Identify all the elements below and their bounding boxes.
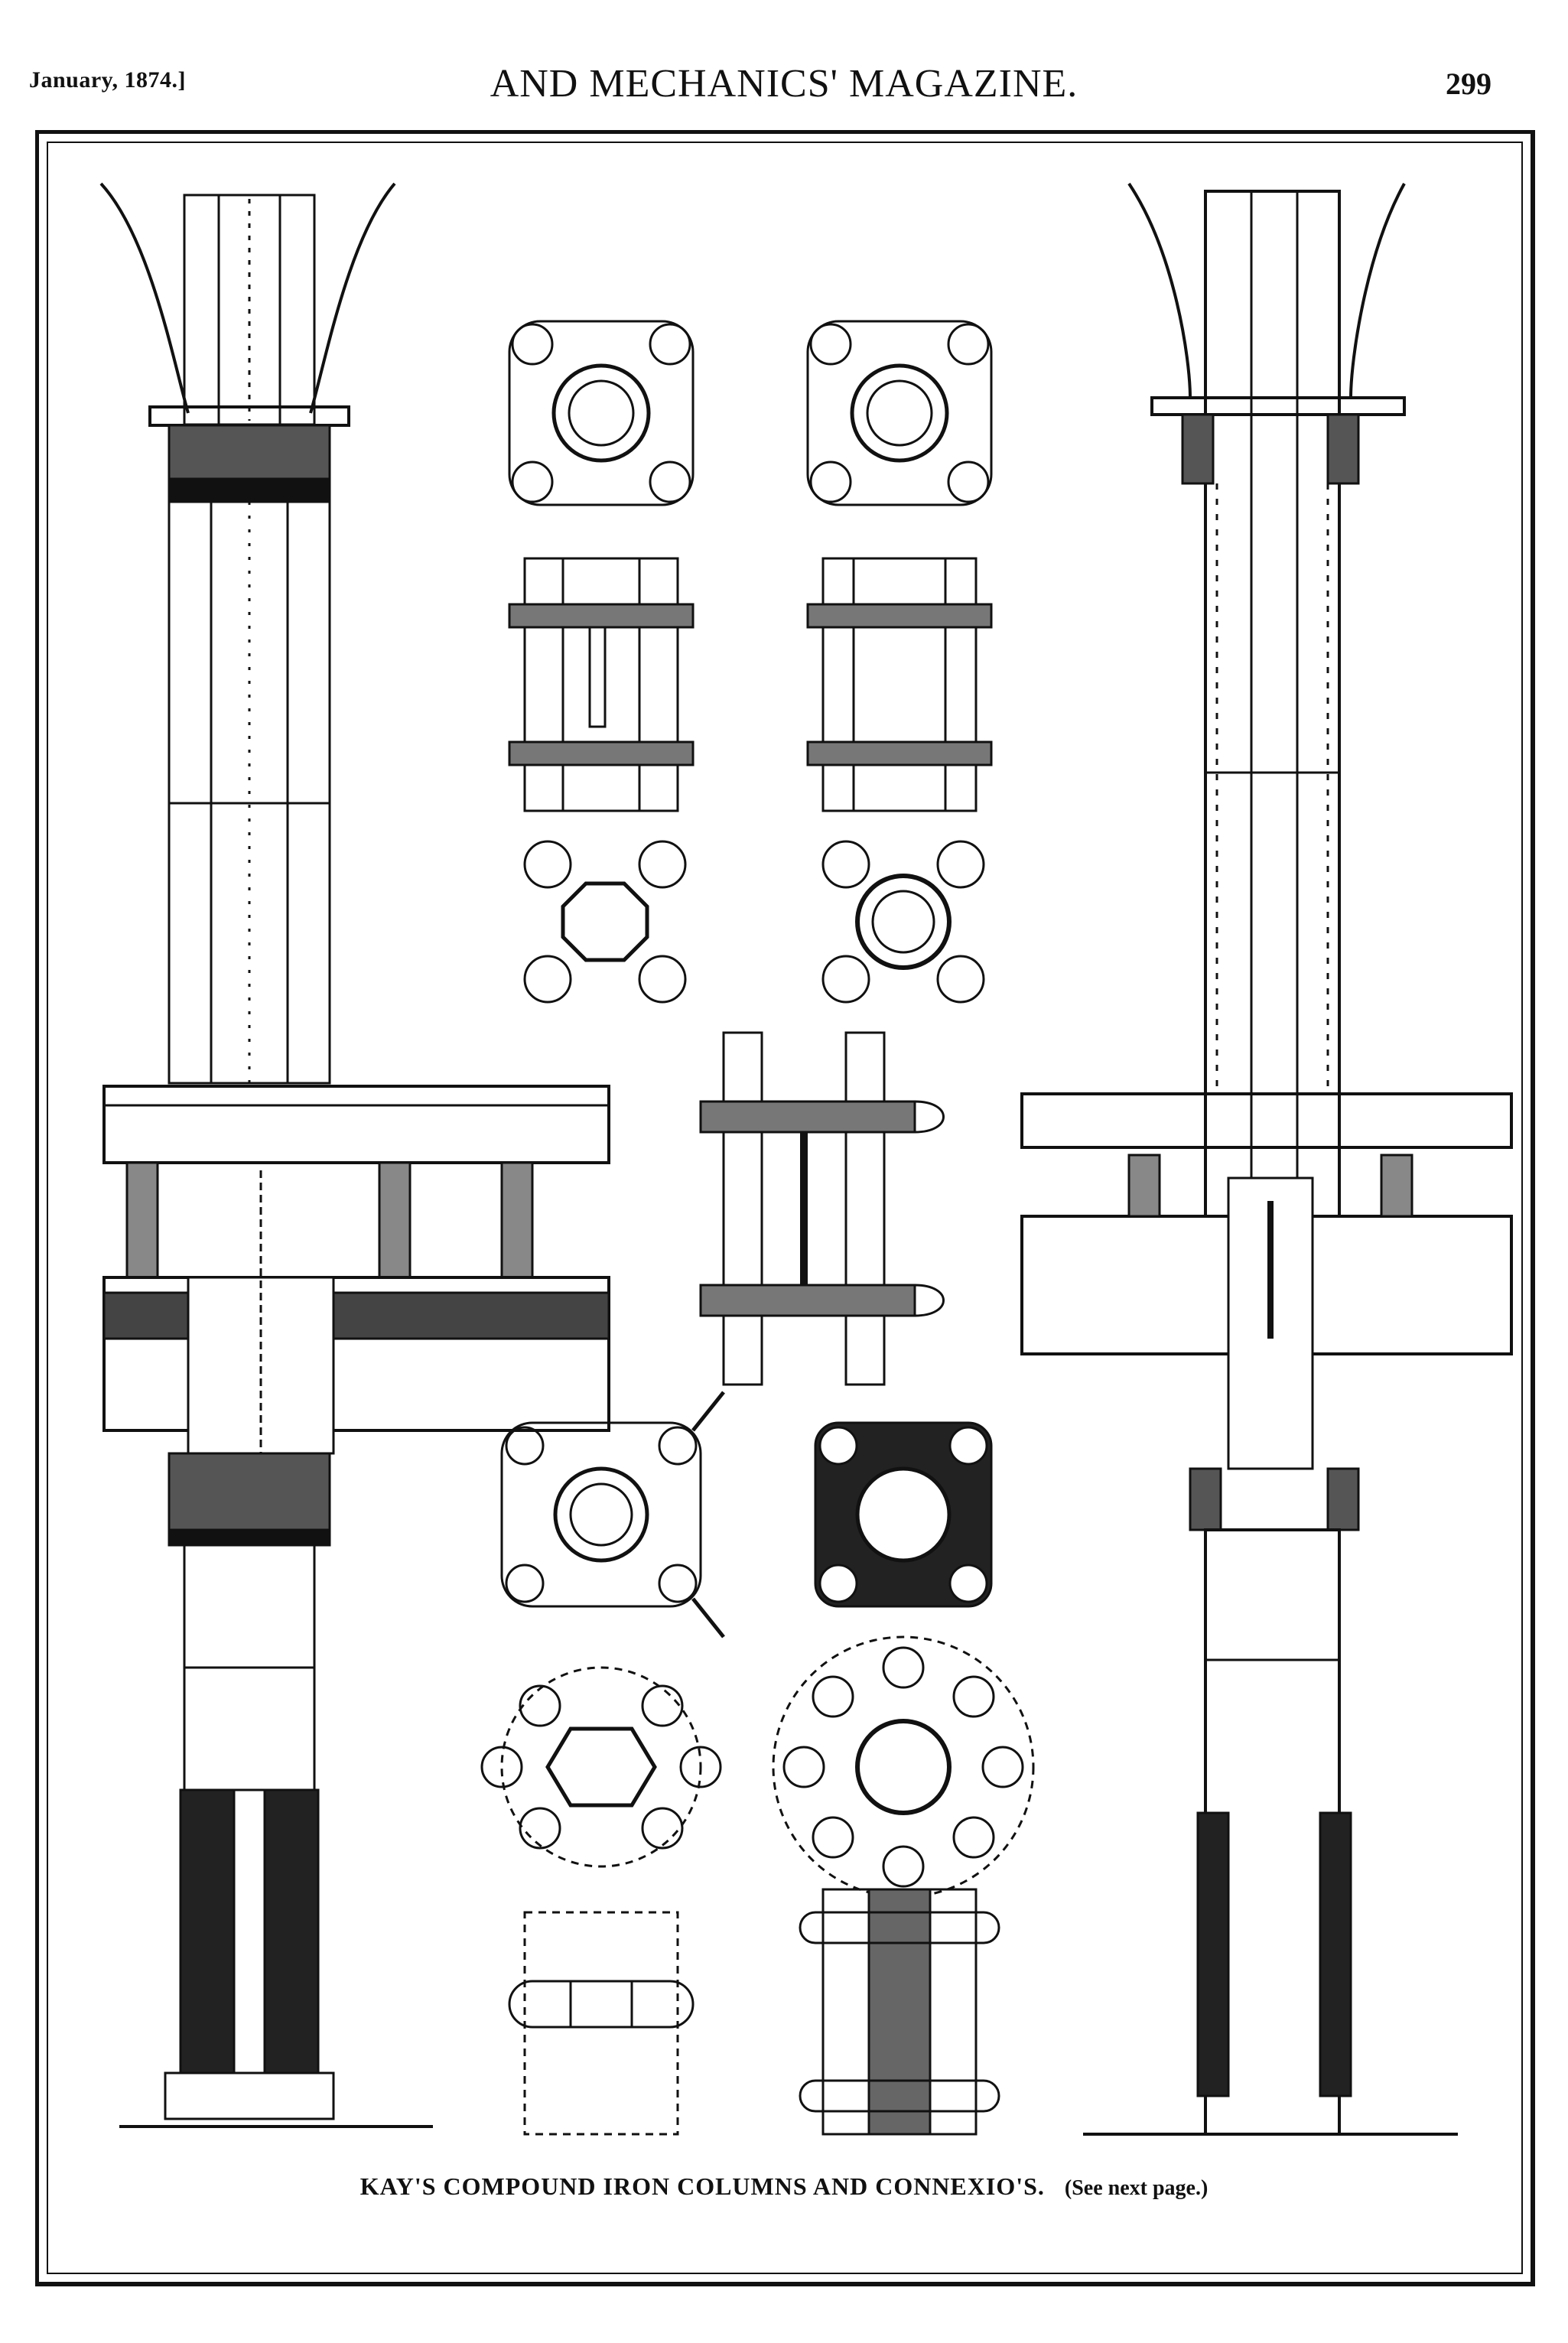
caption-title: KAY'S COMPOUND IRON COLUMNS AND CONNEXIO…	[359, 2172, 1045, 2200]
connexion-elevation-low-b	[799, 1888, 1000, 2136]
plan-section-square-a	[508, 320, 695, 506]
caption-note: (See next page.)	[1064, 2176, 1209, 2200]
plan-section-hexagon	[480, 1666, 722, 1868]
left-column-elevation	[99, 182, 610, 2128]
plan-section-dark	[814, 1421, 993, 1608]
page-number: 299	[1446, 67, 1492, 101]
engraved-plate	[35, 130, 1535, 2286]
plan-section-square-b	[806, 320, 993, 506]
joint-elevation-a	[508, 557, 695, 812]
right-column-section	[1020, 182, 1513, 2136]
connexion-elevation-low-a	[508, 1911, 695, 2136]
plate-caption: KAY'S COMPOUND IRON COLUMNS AND CONNEXIO…	[0, 2172, 1568, 2201]
plan-section-octagon	[523, 840, 687, 1004]
plate-border-inner	[47, 142, 1523, 2274]
plan-section-ring	[821, 840, 985, 1004]
running-header-title: AND MECHANICS' MAGAZINE.	[490, 62, 1078, 106]
plan-section-octofoil	[772, 1635, 1035, 1899]
plan-section-strapped	[500, 1391, 725, 1638]
joint-elevation-b	[806, 557, 993, 812]
connexion-elevation-tie-bar	[699, 1031, 945, 1386]
running-header-date: January, 1874.]	[29, 67, 187, 93]
plate-border-outer	[35, 130, 1535, 2286]
